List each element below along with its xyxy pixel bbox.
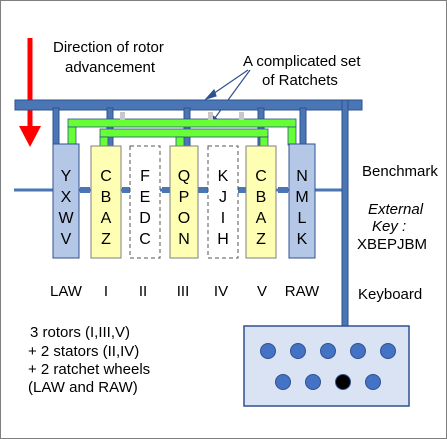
keyboard-key[interactable] <box>305 374 321 390</box>
external-key-label-line2: Key : <box>372 218 406 235</box>
rotor-letter: Z <box>101 231 111 248</box>
keyboard-key[interactable] <box>380 343 396 359</box>
rotor-letter: F <box>140 168 150 185</box>
rotor-letter: W <box>58 210 74 227</box>
rotor-letter: C <box>100 168 112 185</box>
pressed-key[interactable] <box>335 374 351 390</box>
keyboard-key[interactable] <box>260 343 276 359</box>
note-line-2: + 2 stators (II,IV) <box>28 343 139 360</box>
rotor-letter: O <box>178 210 190 227</box>
rotor-letter: A <box>101 210 112 227</box>
rotor-letter: K <box>297 231 308 248</box>
keyboard-keys <box>260 343 396 390</box>
rotor-body <box>169 145 199 259</box>
note-line-1: 3 rotors (I,III,V) <box>30 324 130 341</box>
rotor-body <box>245 145 277 259</box>
rotor-letter: C <box>139 231 151 248</box>
rotor-letter: Z <box>256 231 266 248</box>
rotor-letter: X <box>61 189 72 206</box>
keyboard-key[interactable] <box>365 374 381 390</box>
rotor-label: II <box>139 283 147 300</box>
ratchets-label-line2: of Ratchets <box>262 72 338 89</box>
rotor-letter: C <box>255 168 267 185</box>
rotor-letter: Q <box>178 168 190 185</box>
rotor-letter: V <box>61 231 72 248</box>
rotor-letter: J <box>219 189 227 206</box>
rotor-letter: D <box>139 210 151 227</box>
external-key-label-line1: External <box>368 201 424 218</box>
rotor-letter: N <box>296 168 308 185</box>
rotor-body <box>90 145 122 259</box>
direction-arrow <box>19 38 41 147</box>
rotor-letter: M <box>295 189 308 206</box>
benchmark-label: Benchmark <box>362 163 438 180</box>
direction-label-line2: advancement <box>65 59 156 76</box>
ratchet-pointer-lines <box>204 69 251 128</box>
rotor-letter: K <box>218 168 229 185</box>
rotor-letter: N <box>178 231 190 248</box>
rotor-label: III <box>177 283 190 300</box>
rotor-label: IV <box>214 283 228 300</box>
rotor-body <box>129 145 161 259</box>
rotor-label: RAW <box>285 283 320 300</box>
keyboard-wire <box>341 99 349 327</box>
note-line-4: (LAW and RAW) <box>28 379 138 396</box>
rotor-label: I <box>104 283 108 300</box>
rotor-letter: P <box>179 189 190 206</box>
rotor-letter: L <box>298 210 307 227</box>
rotor-letter: I <box>221 210 225 227</box>
rotor-label: LAW <box>50 283 83 300</box>
rotor-letter: B <box>256 189 267 206</box>
rotor-letter: H <box>217 231 229 248</box>
grey-ratchet-pawls <box>120 112 244 120</box>
keyboard <box>243 325 410 407</box>
rotor-stack: YXWVLAWCBAZIFEDCIIQPONIIIKJIHIVCBAZVNMLK… <box>50 143 320 300</box>
rotor-body <box>52 143 80 259</box>
note-line-3: + 2 ratchet wheels <box>28 361 150 378</box>
keyboard-key[interactable] <box>350 343 366 359</box>
ratchets-label-line1: A complicated set <box>243 53 361 70</box>
rotor-label: V <box>257 283 267 300</box>
rotor-body <box>288 143 316 259</box>
rotor-letter: E <box>140 189 151 206</box>
keyboard-key[interactable] <box>320 343 336 359</box>
rotor-letter: A <box>256 210 267 227</box>
green-ratchet-bar <box>67 118 297 148</box>
direction-label-line1: Direction of rotor <box>53 39 164 56</box>
keyboard-key[interactable] <box>290 343 306 359</box>
rotor-body <box>207 145 239 259</box>
rotor-letter: Y <box>61 168 72 185</box>
keyboard-key[interactable] <box>275 374 291 390</box>
main-shaft-spacers <box>80 187 288 193</box>
rotor-letter: B <box>101 189 112 206</box>
external-key-value: XBEPJBM <box>357 236 427 253</box>
keyboard-label: Keyboard <box>358 286 422 303</box>
